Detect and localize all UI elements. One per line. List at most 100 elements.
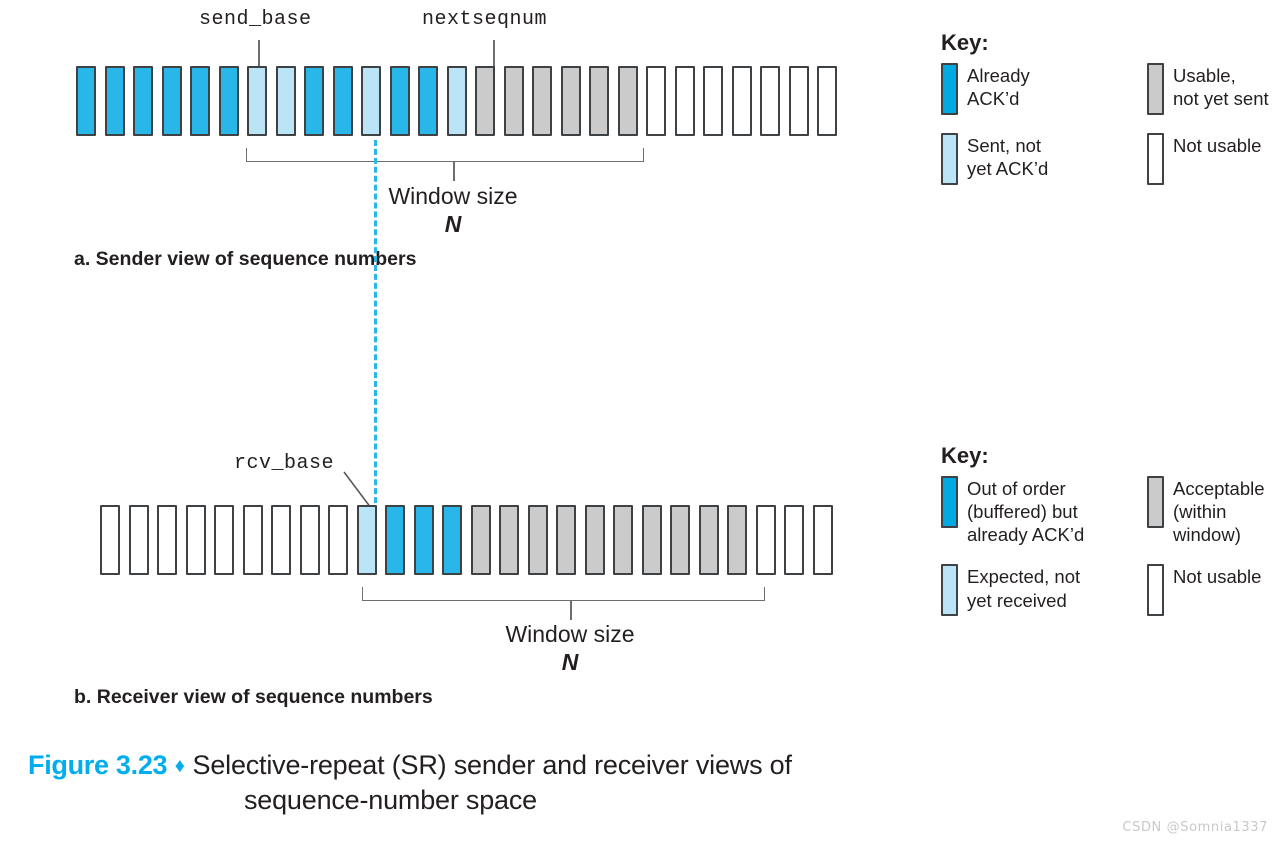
receiver-cell xyxy=(442,505,462,575)
receiver-cell xyxy=(698,505,719,575)
sender-cell xyxy=(503,66,524,136)
sender-cell xyxy=(76,66,96,136)
receiver-cell xyxy=(157,505,177,575)
sender-key-label: Not usable xyxy=(1173,135,1262,156)
sender-key-item: Already ACK’d xyxy=(941,63,1141,115)
receiver-key-block: Key: Out of order (buffered) but already… xyxy=(941,443,1271,634)
receiver-window-size-label: Window size N xyxy=(470,620,670,676)
sender-key-label: Sent, not yet ACK’d xyxy=(967,135,1049,180)
receiver-cell xyxy=(527,505,548,575)
receiver-cell xyxy=(242,505,263,575)
sender-cell xyxy=(731,66,752,136)
sender-cell xyxy=(560,66,581,136)
receiver-cell xyxy=(784,505,804,575)
sender-cell xyxy=(760,66,780,136)
sender-window-bracket xyxy=(246,148,644,162)
sender-sequence-row xyxy=(76,66,846,136)
sender-key-item: Sent, not yet ACK’d xyxy=(941,133,1141,185)
receiver-cell xyxy=(214,505,234,575)
rcv-base-label: rcv_base xyxy=(234,452,335,475)
receiver-key-swatch-usable xyxy=(1147,476,1164,528)
sender-cell xyxy=(332,66,353,136)
sender-key-label: Usable, not yet sent xyxy=(1173,65,1269,110)
nextseqnum-label: nextseqnum xyxy=(422,8,548,31)
send-base-label: send_base xyxy=(199,8,312,31)
sender-cell xyxy=(817,66,837,136)
sender-cell xyxy=(361,66,381,136)
sender-cell xyxy=(674,66,695,136)
receiver-window-stem xyxy=(570,601,572,620)
receiver-key-item: Expected, not yet received xyxy=(941,564,1141,617)
receiver-cell xyxy=(299,505,320,575)
sender-cell xyxy=(589,66,609,136)
receiver-key-label: Not usable xyxy=(1173,566,1262,588)
receiver-cell xyxy=(727,505,747,575)
sender-key-item: Usable, not yet sent xyxy=(1147,63,1271,115)
receiver-key-label: Out of order (buffered) but already ACK’… xyxy=(967,478,1085,546)
receiver-cell xyxy=(812,505,833,575)
receiver-sequence-row xyxy=(100,505,841,575)
figure-diamond-icon: ♦ xyxy=(174,755,185,777)
sender-key-item: Not usable xyxy=(1147,133,1271,185)
receiver-cell xyxy=(328,505,348,575)
receiver-part-caption: b. Receiver view of sequence numbers xyxy=(74,686,433,708)
receiver-cell xyxy=(556,505,576,575)
receiver-key-item: Out of order (buffered) but already ACK’… xyxy=(941,476,1141,546)
receiver-cell xyxy=(670,505,690,575)
sender-key-swatch-sent xyxy=(941,133,958,185)
figure-caption-line2: sequence-number space xyxy=(244,785,537,816)
sender-cell xyxy=(475,66,495,136)
receiver-key-grid: Out of order (buffered) but already ACK’… xyxy=(941,476,1271,634)
receiver-key-swatch-sent xyxy=(941,564,958,617)
sender-cell xyxy=(617,66,638,136)
sender-cell xyxy=(161,66,182,136)
nextseqnum-leader-line xyxy=(493,40,495,72)
sender-part-caption: a. Sender view of sequence numbers xyxy=(74,248,417,270)
sender-window-size-symbol: N xyxy=(444,211,462,238)
receiver-cell xyxy=(499,505,519,575)
sender-key-swatch-notusable xyxy=(1147,133,1164,185)
receiver-cell xyxy=(356,505,377,575)
sender-cell xyxy=(788,66,809,136)
sender-cell xyxy=(275,66,296,136)
sender-window-size-label: Window size N xyxy=(353,182,553,238)
figure-caption: Figure 3.23 ♦ Selective-repeat (SR) send… xyxy=(28,748,928,818)
sender-cell xyxy=(389,66,410,136)
sender-cell xyxy=(703,66,723,136)
receiver-key-swatch-ackd xyxy=(941,476,958,528)
sender-key-swatch-ackd xyxy=(941,63,958,115)
receiver-cell xyxy=(470,505,491,575)
sender-cell xyxy=(218,66,239,136)
send-base-leader-line xyxy=(258,40,260,72)
watermark: CSDN @Somnia1337 xyxy=(1122,820,1268,835)
figure-caption-line1: Selective-repeat (SR) sender and receive… xyxy=(192,750,792,780)
sender-cell xyxy=(133,66,153,136)
sender-cell xyxy=(646,66,666,136)
receiver-window-size-symbol: N xyxy=(561,649,579,676)
receiver-cell xyxy=(641,505,662,575)
sender-key-label: Already ACK’d xyxy=(967,65,1030,110)
sender-key-title: Key: xyxy=(941,30,989,55)
receiver-cell xyxy=(413,505,434,575)
receiver-cell xyxy=(128,505,149,575)
sender-cell xyxy=(532,66,552,136)
receiver-key-title: Key: xyxy=(941,443,989,468)
receiver-cell xyxy=(185,505,206,575)
receiver-cell xyxy=(100,505,120,575)
receiver-cell xyxy=(755,505,776,575)
receiver-key-swatch-notusable xyxy=(1147,564,1164,617)
receiver-key-label: Acceptable (within window) xyxy=(1173,478,1265,546)
sender-key-swatch-usable xyxy=(1147,63,1164,115)
receiver-key-item: Not usable xyxy=(1147,564,1271,617)
sender-window-size-text: Window size xyxy=(388,183,518,209)
sender-cell xyxy=(247,66,267,136)
receiver-window-bracket xyxy=(362,587,765,601)
receiver-key-item: Acceptable (within window) xyxy=(1147,476,1271,546)
alignment-dashed-line xyxy=(374,140,377,512)
figure-number: Figure 3.23 xyxy=(28,750,168,780)
sender-cell xyxy=(446,66,467,136)
receiver-window-size-text: Window size xyxy=(505,621,635,647)
